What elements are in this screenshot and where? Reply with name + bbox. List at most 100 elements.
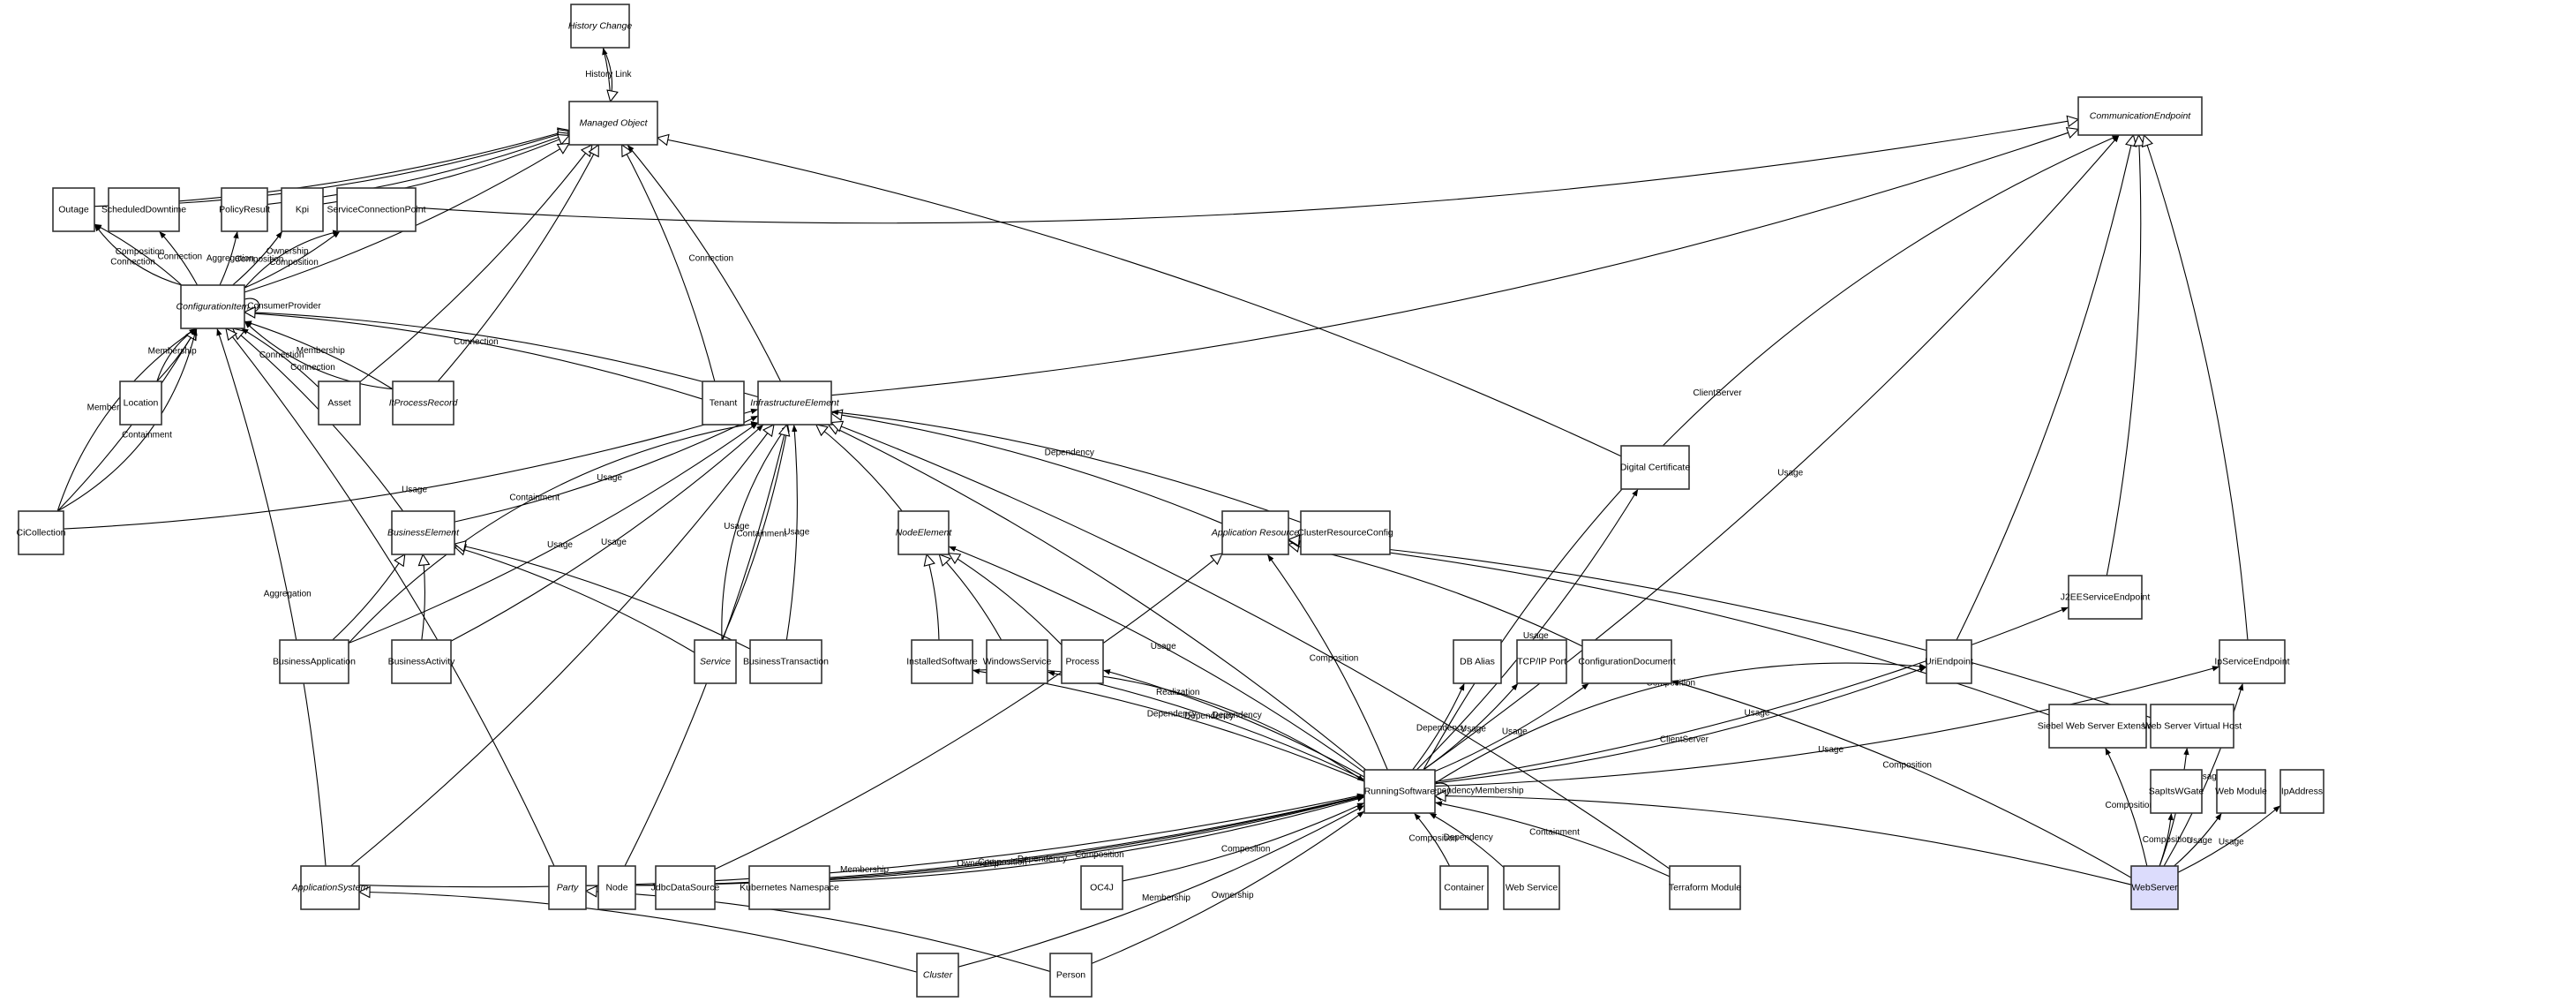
class-box[interactable]	[2077, 96, 2203, 136]
class-node-node[interactable]: Node	[597, 865, 636, 910]
class-node-oc4-j[interactable]: OC4J	[1080, 865, 1123, 910]
class-node-service-connection-point[interactable]: ServiceConnectionPoint	[327, 187, 426, 232]
class-node-business-transaction[interactable]: BusinessTransaction	[743, 639, 829, 684]
class-node-j2-eeservice-endpoint[interactable]: J2EEServiceEndpoint	[2061, 575, 2151, 620]
class-box[interactable]	[1669, 865, 1741, 910]
class-node-infrastructure-element[interactable]: InfrastructureElement	[750, 380, 840, 426]
class-node-business-application[interactable]: BusinessApplication	[273, 639, 356, 684]
class-node-tcpipport[interactable]: TCP/IP Port	[1516, 639, 1567, 684]
class-box[interactable]	[1503, 865, 1560, 910]
class-box[interactable]	[749, 639, 822, 684]
class-box[interactable]	[702, 380, 745, 426]
class-node-person[interactable]: Person	[1049, 953, 1093, 998]
class-box[interactable]	[1453, 639, 1502, 684]
class-node-kpi[interactable]: Kpi	[281, 187, 324, 232]
class-node-ci-collection[interactable]: CiCollection	[16, 510, 66, 555]
class-box[interactable]	[2048, 704, 2147, 749]
class-node-communication-endpoint[interactable]: CommunicationEndpoint	[2077, 96, 2203, 136]
class-node-it-process-record[interactable]: ItProcessRecord	[389, 380, 459, 426]
class-node-node-element[interactable]: NodeElement	[896, 510, 953, 555]
class-box[interactable]	[221, 187, 268, 232]
class-node-cluster[interactable]: Cluster	[916, 953, 959, 998]
class-node-terraform-module[interactable]: Terraform Module	[1669, 865, 1741, 910]
class-node-history-change[interactable]: History Change	[568, 4, 633, 49]
class-box[interactable]	[986, 639, 1048, 684]
class-node-windows-service[interactable]: WindowsService	[983, 639, 1052, 684]
class-box[interactable]	[1439, 865, 1489, 910]
class-node-process[interactable]: Process	[1061, 639, 1104, 684]
class-node-running-software[interactable]: RunningSoftware	[1363, 769, 1436, 814]
class-node-ip-address[interactable]: IpAddress	[2279, 769, 2324, 814]
class-node-tenant[interactable]: Tenant	[702, 380, 745, 426]
class-node-sap-its-wgate[interactable]: SapItsWGate	[2149, 769, 2204, 814]
class-node-application-resource[interactable]: Application Resource	[1211, 510, 1299, 555]
class-node-web-server[interactable]: WebServer	[2130, 865, 2179, 910]
class-box[interactable]	[391, 639, 452, 684]
class-box[interactable]	[119, 380, 162, 426]
class-box[interactable]	[1516, 639, 1567, 684]
class-node-business-activity[interactable]: BusinessActivity	[388, 639, 456, 684]
class-box[interactable]	[897, 510, 950, 555]
class-node-cluster-resource-config[interactable]: ClusterResourceConfig	[1297, 510, 1393, 555]
class-node-siebel-web-server-extension[interactable]: Siebel Web Server Extension	[2038, 704, 2159, 749]
class-box[interactable]	[2068, 575, 2143, 620]
class-box[interactable]	[2130, 865, 2179, 910]
class-node-service[interactable]: Service	[694, 639, 737, 684]
class-node-application-system[interactable]: ApplicationSystem	[291, 865, 369, 910]
class-box[interactable]	[2150, 704, 2234, 749]
class-box[interactable]	[281, 187, 324, 232]
class-node-configuration-document[interactable]: ConfigurationDocument	[1578, 639, 1676, 684]
class-node-kubernetes-namespace[interactable]: Kubernetes Namespace	[740, 865, 839, 910]
class-box[interactable]	[1620, 445, 1690, 490]
class-box[interactable]	[1926, 639, 1972, 684]
class-node-uri-endpoint[interactable]: UriEndpoint	[1925, 639, 1973, 684]
class-node-asset[interactable]: Asset	[318, 380, 361, 426]
class-box[interactable]	[757, 380, 832, 426]
class-box[interactable]	[300, 865, 360, 910]
class-box[interactable]	[392, 380, 454, 426]
class-node-managed-object[interactable]: Managed Object	[568, 101, 658, 146]
class-box[interactable]	[2279, 769, 2324, 814]
class-box[interactable]	[391, 510, 455, 555]
class-node-party[interactable]: Party	[548, 865, 587, 910]
class-box[interactable]	[1581, 639, 1672, 684]
class-node-ip-service-endpoint[interactable]: IpServiceEndpoint	[2214, 639, 2290, 684]
class-box[interactable]	[2216, 769, 2266, 814]
class-box[interactable]	[2219, 639, 2286, 684]
class-box[interactable]	[1080, 865, 1123, 910]
class-box[interactable]	[1221, 510, 1289, 555]
class-node-scheduled-downtime[interactable]: ScheduledDowntime	[101, 187, 186, 232]
class-box[interactable]	[318, 380, 361, 426]
class-box[interactable]	[108, 187, 180, 232]
class-box[interactable]	[1049, 953, 1093, 998]
class-node-jdbc-data-source[interactable]: JdbcDataSource	[651, 865, 720, 910]
class-box[interactable]	[1363, 769, 1436, 814]
class-box[interactable]	[568, 101, 658, 146]
class-box[interactable]	[694, 639, 737, 684]
class-box[interactable]	[655, 865, 716, 910]
class-node-outage[interactable]: Outage	[52, 187, 95, 232]
class-box[interactable]	[279, 639, 349, 684]
class-node-business-element[interactable]: BusinessElement	[387, 510, 460, 555]
class-box[interactable]	[18, 510, 64, 555]
class-box[interactable]	[336, 187, 417, 232]
class-box[interactable]	[597, 865, 636, 910]
class-node-installed-software[interactable]: InstalledSoftware	[906, 639, 978, 684]
class-node-dbalias[interactable]: DB Alias	[1453, 639, 1502, 684]
class-box[interactable]	[180, 284, 245, 329]
class-box[interactable]	[52, 187, 95, 232]
class-box[interactable]	[748, 865, 830, 910]
class-node-configuration-item[interactable]: ConfigurationItem	[176, 284, 250, 329]
class-node-web-server-virtual-host[interactable]: Web Server Virtual Host	[2143, 704, 2242, 749]
class-node-web-service[interactable]: Web Service	[1503, 865, 1560, 910]
class-box[interactable]	[2150, 769, 2203, 814]
class-box[interactable]	[1300, 510, 1391, 555]
class-node-web-module[interactable]: Web Module	[2215, 769, 2267, 814]
class-box[interactable]	[570, 4, 630, 49]
class-node-location[interactable]: Location	[119, 380, 162, 426]
class-node-digital-certificate[interactable]: Digital Certificate	[1620, 445, 1691, 490]
class-box[interactable]	[548, 865, 587, 910]
class-node-policy-result[interactable]: PolicyResult	[219, 187, 270, 232]
class-box[interactable]	[911, 639, 973, 684]
class-box[interactable]	[916, 953, 959, 998]
